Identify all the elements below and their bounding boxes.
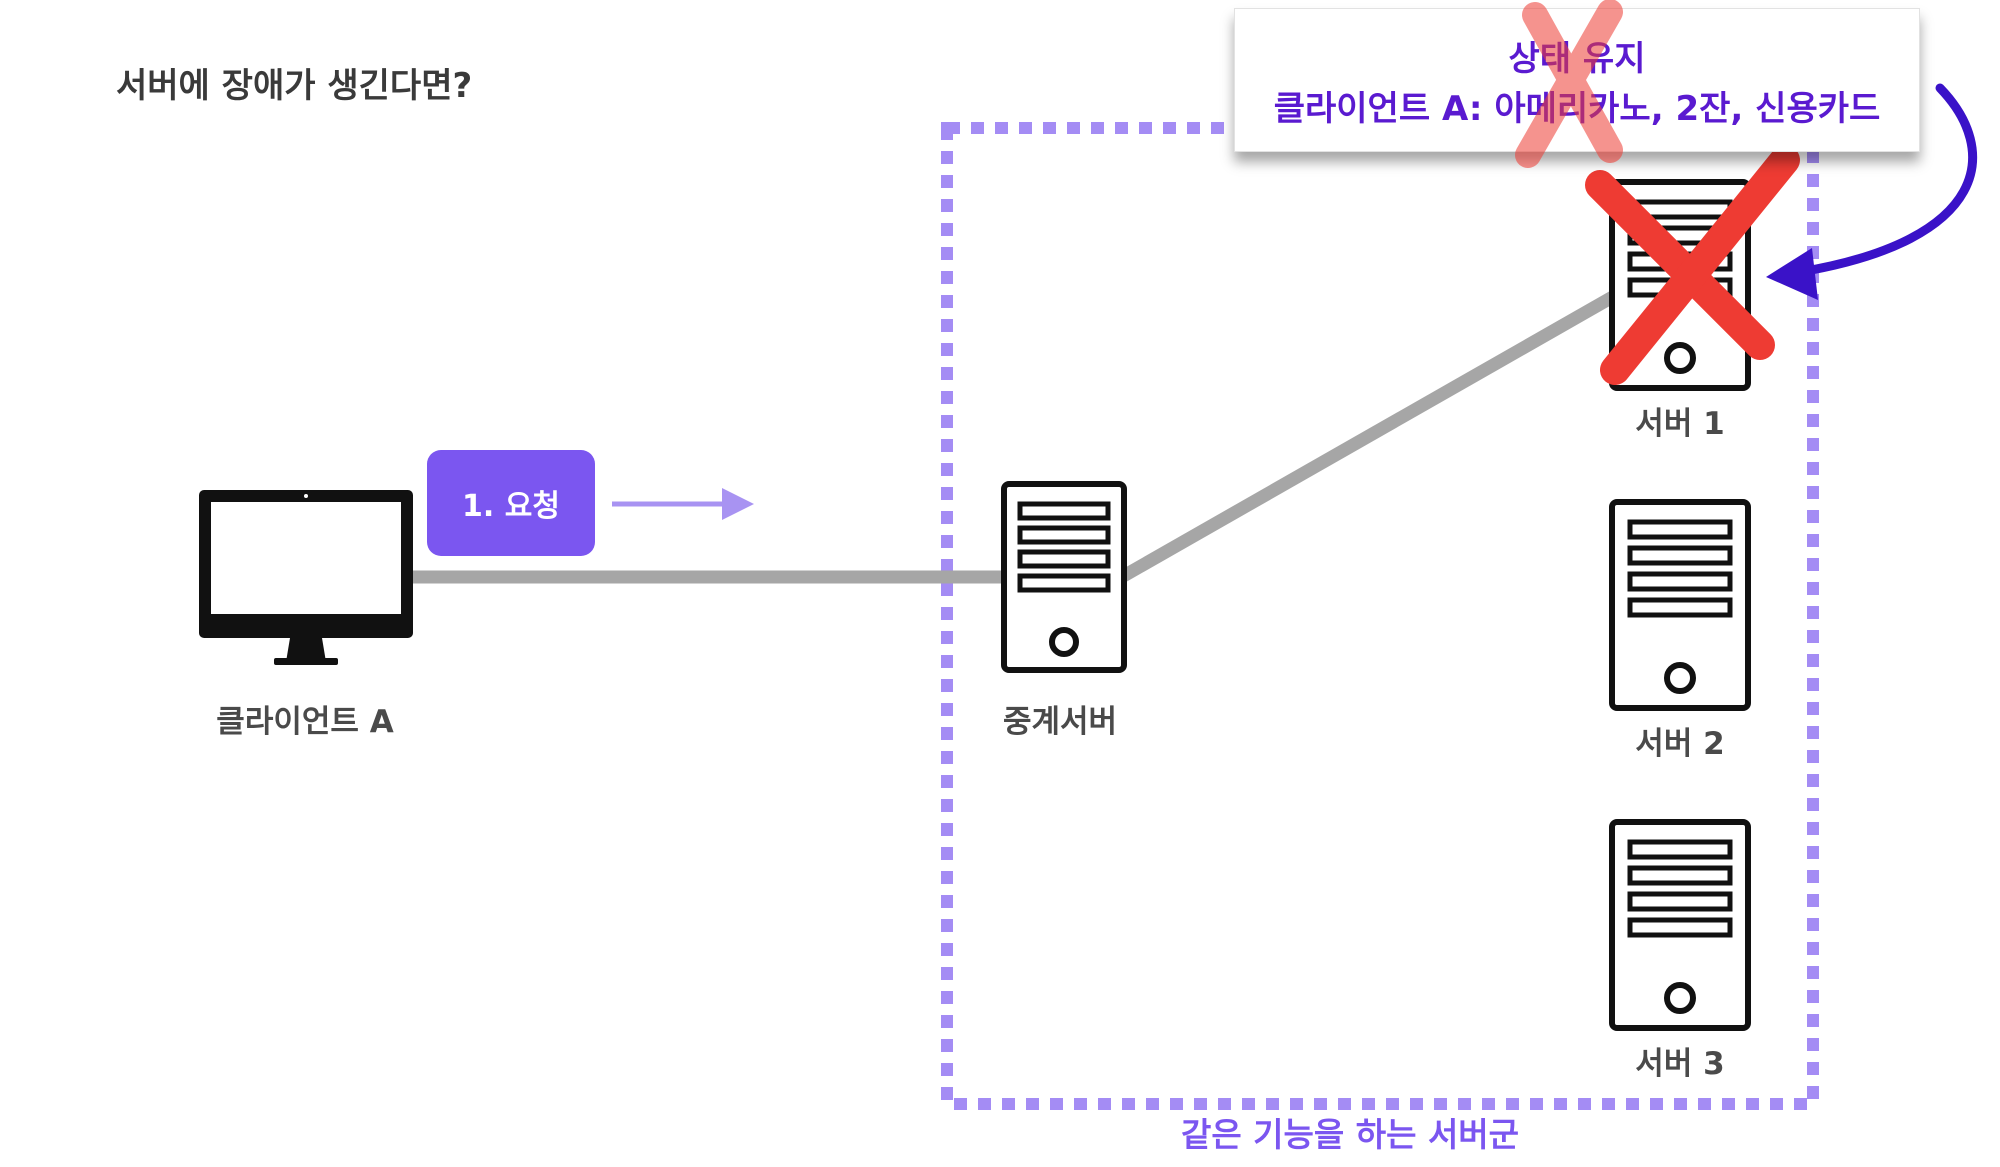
server-3-icon — [1609, 819, 1751, 1031]
state-note: 상태 유지 클라이언트 A: 아메리카노, 2잔, 신용카드 — [1234, 8, 1920, 152]
page-title: 서버에 장애가 생긴다면? — [116, 66, 473, 106]
state-note-content: 클라이언트 A: 아메리카노, 2잔, 신용카드 — [1273, 89, 1881, 129]
relay-server-icon — [1001, 481, 1127, 673]
state-note-title: 상태 유지 — [1508, 39, 1646, 79]
relay-server-label: 중계서버 — [1002, 704, 1118, 740]
server-2-icon — [1609, 499, 1751, 711]
server-group-caption: 같은 기능을 하는 서버군 — [1180, 1115, 1520, 1154]
curved-arrow-icon — [1766, 83, 1978, 300]
desktop-monitor-icon — [199, 490, 413, 665]
server-1-failure-x-icon — [1585, 145, 1800, 385]
relay-server1-connection — [1116, 289, 1620, 584]
request-label: 1. 요청 — [462, 489, 560, 524]
client-label: 클라이언트 A — [216, 704, 394, 740]
server-1-label: 서버 1 — [1635, 406, 1725, 442]
request-arrow — [612, 488, 754, 520]
request-label-box: 1. 요청 — [427, 450, 595, 556]
server-3-label: 서버 3 — [1635, 1046, 1725, 1082]
server-2-label: 서버 2 — [1635, 726, 1725, 762]
